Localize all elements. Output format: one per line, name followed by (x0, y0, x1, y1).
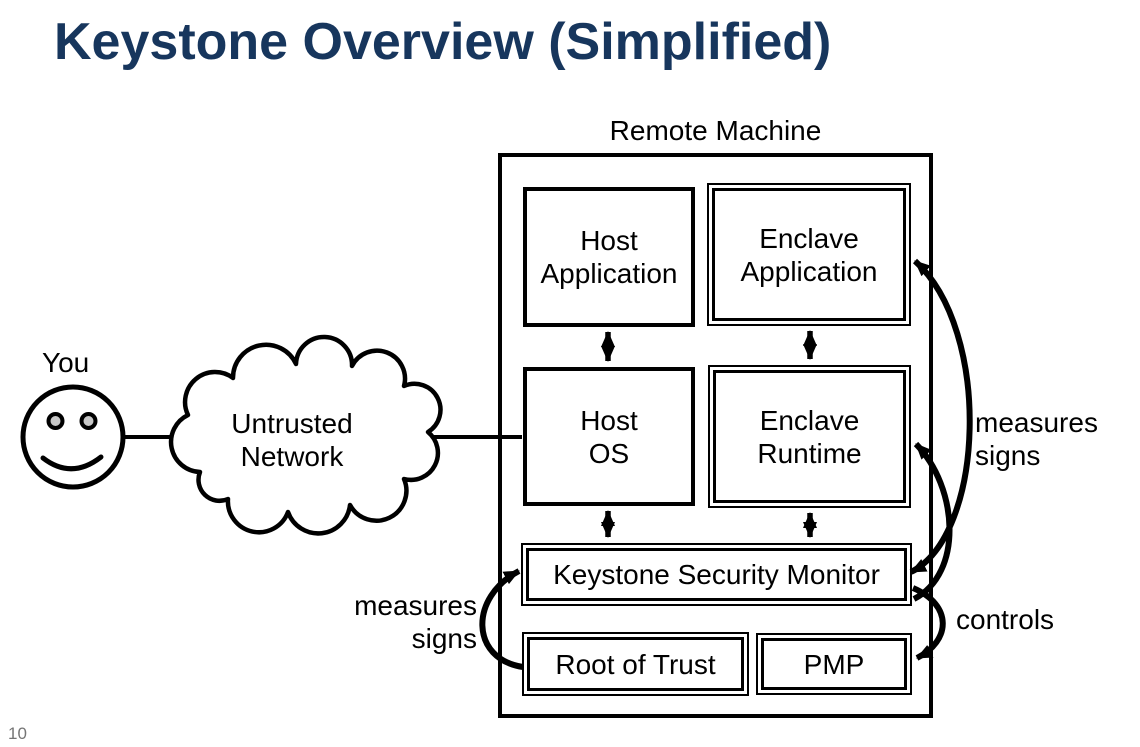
box-keystone-security-monitor-inner: Keystone Security Monitor (526, 548, 907, 601)
box-keystone-security-monitor: Keystone Security Monitor (521, 543, 912, 606)
page-number: 10 (8, 724, 27, 743)
remote-machine-label: Remote Machine (609, 115, 822, 146)
box-label: Root of Trust (555, 648, 716, 680)
box-label: Host OS (580, 404, 638, 469)
box-root-of-trust-inner: Root of Trust (527, 637, 744, 691)
box-label: Enclave Runtime (757, 404, 862, 469)
smiley-left-eye (46, 412, 65, 430)
controls-label: controls (956, 604, 1055, 635)
box-host-os: Host OS (523, 367, 695, 506)
box-label: Host Application (540, 225, 678, 289)
you-label: You (42, 347, 90, 378)
box-host-application: Host Application (523, 187, 695, 327)
page-title: Keystone Overview (Simplified) (54, 13, 832, 71)
box-label: Enclave Application (740, 222, 878, 287)
box-label: PMP (803, 648, 865, 680)
measures-signs-left-label: measures signs (354, 590, 477, 654)
measures-signs-right-label: measures signs (975, 407, 1098, 471)
box-enclave-application: Enclave Application (707, 183, 911, 326)
box-root-of-trust: Root of Trust (522, 632, 749, 696)
box-pmp: PMP (756, 633, 912, 695)
box-enclave-runtime-inner: Enclave Runtime (713, 370, 906, 503)
box-pmp-inner: PMP (761, 638, 907, 690)
box-label: Keystone Security Monitor (553, 559, 880, 590)
untrusted-network-label: Untrusted Network (231, 408, 353, 472)
box-enclave-application-inner: Enclave Application (712, 188, 906, 321)
smiley-mouth (40, 454, 104, 472)
smiley-face-icon (20, 384, 126, 490)
box-enclave-runtime: Enclave Runtime (708, 365, 911, 508)
smiley-right-eye (79, 412, 98, 430)
